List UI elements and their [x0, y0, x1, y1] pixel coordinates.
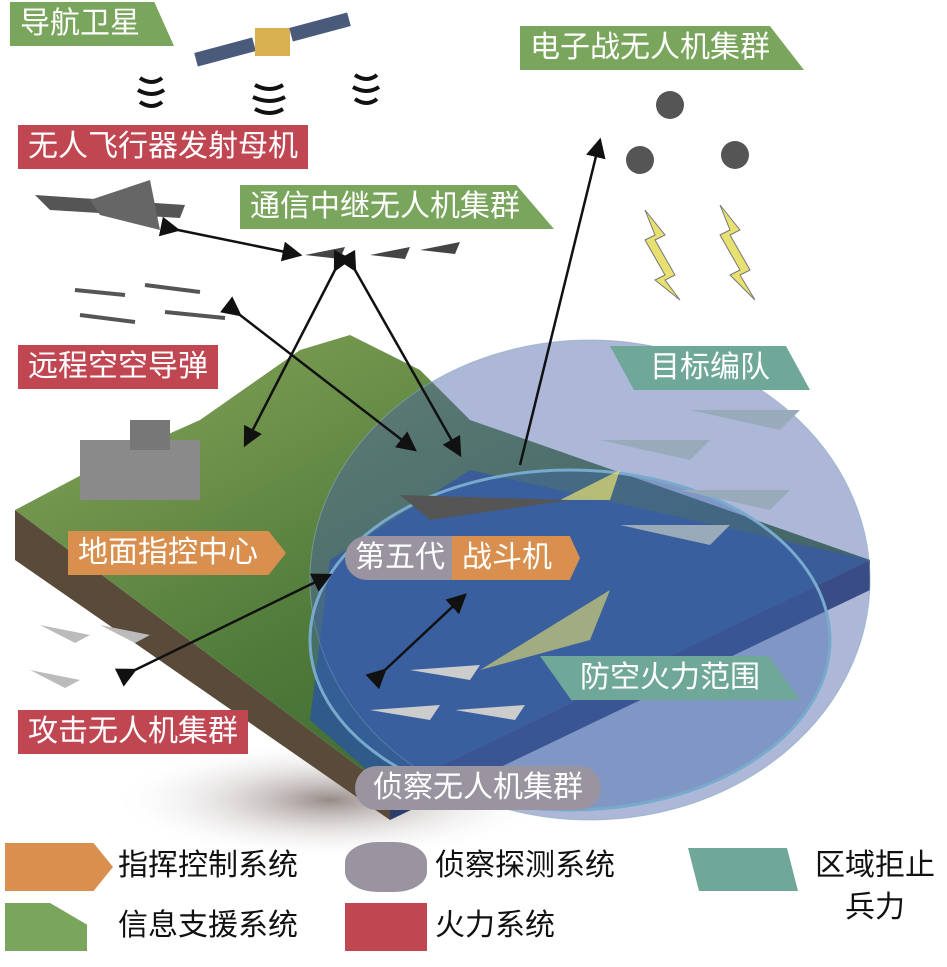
relay-uav-icons [305, 242, 460, 259]
label-target-formation: 目标编队 [610, 346, 810, 390]
label-ground-command: 地面指控中心 [68, 531, 286, 575]
legend-label-info-support: 信息支援系统 [118, 908, 298, 943]
signal-waves-icon [137, 73, 381, 115]
legend-label-recon: 侦察探测系统 [435, 848, 615, 883]
legend-label-fire: 火力系统 [435, 908, 555, 943]
label-fifth-gen: 第五代 [345, 536, 455, 580]
legend-swatch-recon [345, 842, 427, 892]
legend-swatch-area-denial [688, 848, 798, 891]
link-arrows [114, 137, 606, 690]
legend-label-area-denial: 区域拒止 [815, 848, 935, 883]
label-recon-uav-swarm: 侦察无人机集群 [355, 766, 601, 810]
command-center-building [80, 420, 200, 500]
transport-aircraft-icon [35, 180, 185, 230]
legend-swatch-fire [345, 903, 427, 951]
label-uav-mothership: 无人飞行器发射母机 [18, 125, 308, 169]
satellite-icon [194, 12, 351, 67]
enemy-fighter-icons [600, 410, 800, 545]
legend-swatch-command [5, 843, 113, 891]
missile-icons [74, 283, 226, 324]
label-relay-uav-swarm: 通信中继无人机集群 [240, 185, 554, 229]
radar-beam [480, 590, 610, 670]
lightning-icons [644, 204, 756, 301]
legend-label-area-denial-2: 兵力 [845, 890, 905, 925]
ew-drone-icons [626, 91, 749, 174]
label-ew-uav-swarm: 电子战无人机集群 [520, 26, 804, 70]
label-attack-uav-swarm: 攻击无人机集群 [18, 710, 248, 754]
attack-uav-icons [30, 625, 150, 688]
label-long-range-missile: 远程空空导弹 [18, 345, 218, 389]
fifth-gen-fighter-icon [400, 495, 570, 520]
legend-label-command: 指挥控制系统 [118, 848, 298, 883]
radar-beam [560, 470, 620, 500]
label-air-defense-range: 防空火力范围 [540, 656, 800, 700]
label-fighter: 战斗机 [452, 536, 580, 580]
label-nav-satellite: 导航卫星 [10, 2, 174, 46]
